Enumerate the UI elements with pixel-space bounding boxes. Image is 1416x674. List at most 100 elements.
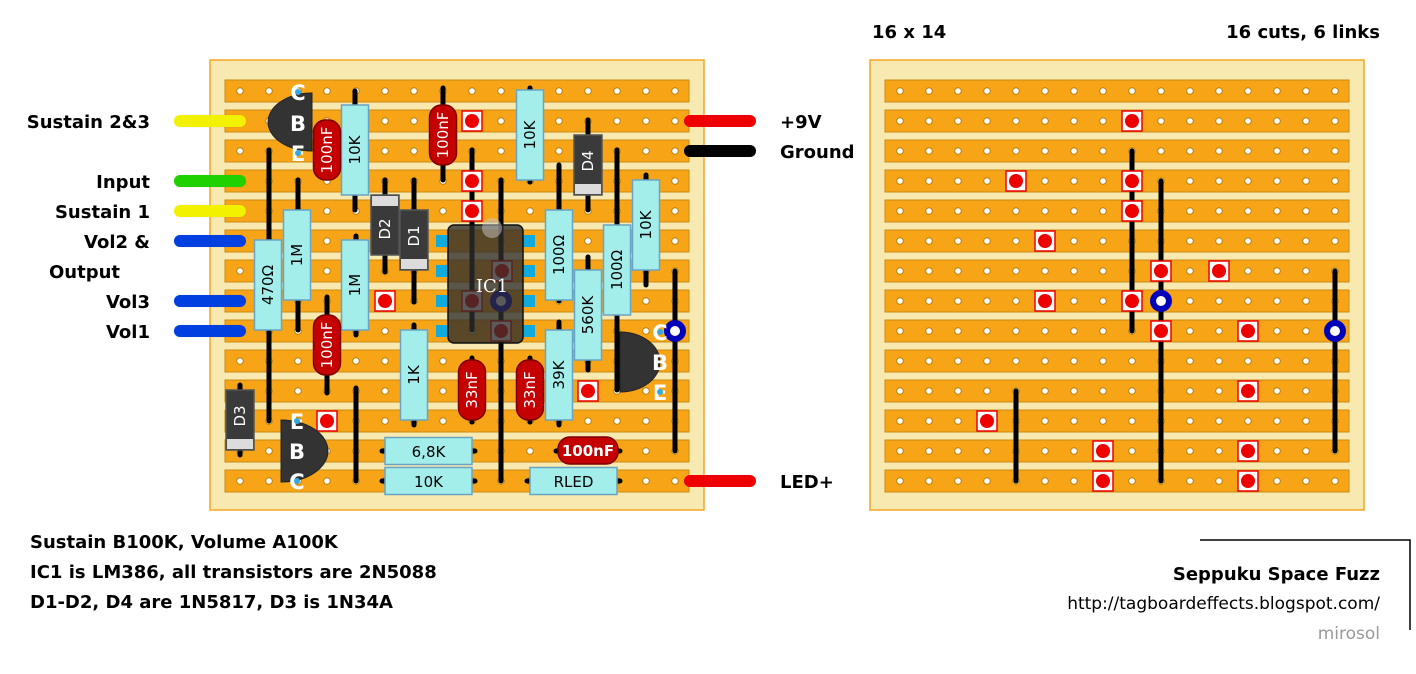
hole <box>323 87 331 95</box>
pin-dot <box>657 329 663 335</box>
ic-pin <box>523 325 535 337</box>
capacitor-label: 100nF <box>318 322 336 369</box>
hole <box>1244 417 1252 425</box>
resistor <box>384 436 473 466</box>
hole <box>896 237 904 245</box>
hole <box>954 147 962 155</box>
hole <box>1070 117 1078 125</box>
hole <box>294 387 302 395</box>
hole <box>381 87 389 95</box>
hole <box>925 87 933 95</box>
hole <box>1302 267 1310 275</box>
hole <box>954 207 962 215</box>
resistor <box>399 329 429 421</box>
hole <box>1012 357 1020 365</box>
junction-marker <box>664 320 686 342</box>
capacitor-label: 100nF <box>434 112 452 159</box>
hole <box>671 207 679 215</box>
hole <box>439 417 447 425</box>
hole <box>896 267 904 275</box>
hole <box>954 327 962 335</box>
hole <box>1128 417 1136 425</box>
hole <box>925 147 933 155</box>
hole <box>925 117 933 125</box>
resistor-label: 100Ω <box>550 235 568 275</box>
hole <box>1302 417 1310 425</box>
hole <box>1302 327 1310 335</box>
wire-label: Sustain 1 <box>55 202 150 223</box>
resistor-label: 10K <box>346 134 364 164</box>
track-cut-mark <box>1241 324 1255 338</box>
hole <box>1273 447 1281 455</box>
hole <box>236 147 244 155</box>
hole <box>896 207 904 215</box>
hole <box>671 177 679 185</box>
hole <box>1012 147 1020 155</box>
hole <box>1128 477 1136 485</box>
track-cut-mark <box>1096 444 1110 458</box>
hole <box>1186 207 1194 215</box>
capacitor <box>515 359 545 421</box>
junction-marker <box>1150 290 1172 312</box>
hole <box>584 87 592 95</box>
hole <box>1302 147 1310 155</box>
hole <box>1070 387 1078 395</box>
wire-label: +9V <box>780 112 822 133</box>
hole <box>983 237 991 245</box>
hole <box>983 387 991 395</box>
hole <box>925 327 933 335</box>
resistor-label: 1K <box>405 364 423 385</box>
track-cut-mark <box>465 174 479 188</box>
hole <box>236 87 244 95</box>
hole <box>925 267 933 275</box>
hole <box>265 87 273 95</box>
hole <box>1041 267 1049 275</box>
hole <box>555 147 563 155</box>
capacitor <box>312 119 342 181</box>
credits-bracket <box>1200 539 1411 630</box>
copper-strip <box>884 319 1350 343</box>
hole <box>1099 387 1107 395</box>
hole <box>954 297 962 305</box>
hole <box>1041 477 1049 485</box>
hole <box>1302 237 1310 245</box>
hole <box>1215 117 1223 125</box>
track-cut-mark <box>1212 264 1226 278</box>
hole <box>352 357 360 365</box>
hole <box>954 267 962 275</box>
hole <box>1273 87 1281 95</box>
hole <box>1099 297 1107 305</box>
hole <box>983 87 991 95</box>
hole <box>381 387 389 395</box>
resistor <box>573 269 603 361</box>
hole <box>439 207 447 215</box>
hole <box>497 87 505 95</box>
resistor <box>340 239 370 331</box>
track-cut-mark <box>1125 174 1139 188</box>
hole <box>1331 117 1339 125</box>
hole <box>381 327 389 335</box>
hole <box>1012 207 1020 215</box>
note-line: Sustain B100K, Volume A100K <box>30 532 339 553</box>
hole <box>584 417 592 425</box>
hole <box>1244 237 1252 245</box>
hole <box>1302 87 1310 95</box>
hole <box>1244 177 1252 185</box>
hole <box>410 87 418 95</box>
capacitor <box>457 359 487 421</box>
hole <box>323 477 331 485</box>
diode-label: D1 <box>405 225 423 246</box>
hole <box>1186 417 1194 425</box>
hole <box>896 177 904 185</box>
hole <box>1244 117 1252 125</box>
hole <box>1099 327 1107 335</box>
track-cut-mark <box>1154 324 1168 338</box>
hole <box>1128 447 1136 455</box>
hole <box>1157 147 1165 155</box>
hole <box>896 117 904 125</box>
hole <box>613 117 621 125</box>
capacitor <box>312 314 342 376</box>
ic-pin <box>436 295 448 307</box>
capacitor-label: 33nF <box>521 371 539 408</box>
wire-label: LED+ <box>780 472 834 493</box>
